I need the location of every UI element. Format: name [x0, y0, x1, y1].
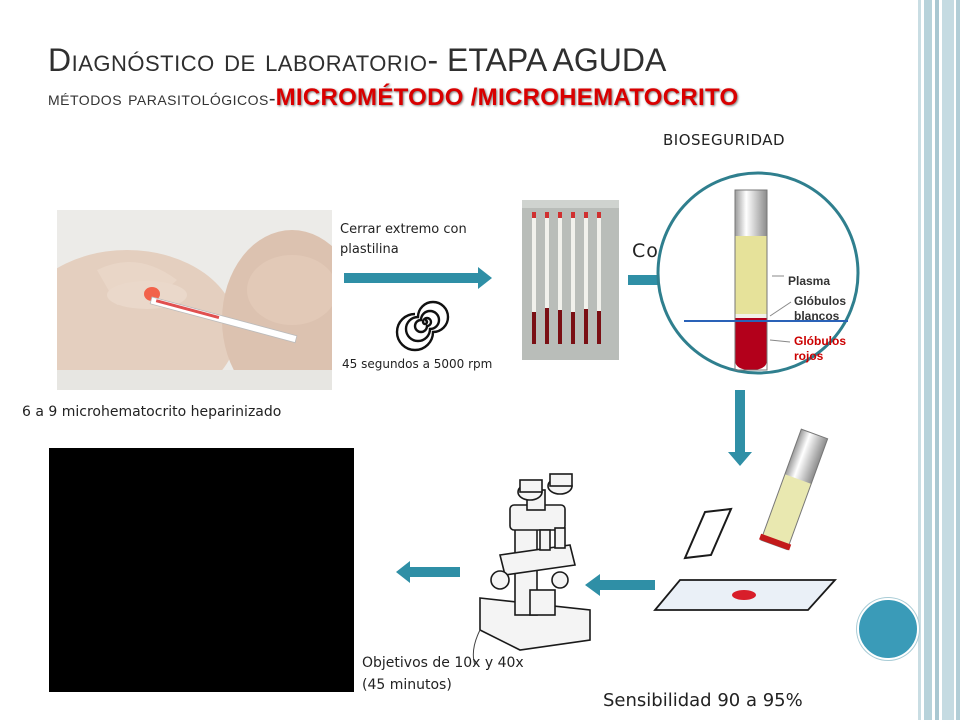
objetivos-label-1: Objetivos de 10x y 40x: [362, 655, 524, 671]
centrifuge-spiral-icon: [395, 300, 450, 352]
subtitle-highlight: MICROMÉTODO /MICROHEMATOCRITO: [275, 84, 739, 111]
centrifuga-label: 45 segundos a 5000 rpm: [342, 357, 493, 371]
bioseguridad-label: BIOSEGURIDAD: [663, 131, 786, 149]
plasma-label: Plasma: [788, 274, 830, 288]
rbc-label-1: Glóbulos: [794, 334, 846, 348]
accent-circle: [857, 598, 919, 660]
decorative-side-bars: [918, 0, 960, 720]
slide-subtitle: métodos parasitológicos-MICROMÉTODO /MIC…: [48, 84, 738, 112]
microhematocrito-label: 6 a 9 microhematocrito heparinizado: [22, 404, 282, 420]
subtitle-dash: -: [268, 88, 276, 110]
capillary-tubes-photo: [522, 200, 619, 360]
cerrar-label: Cerrar extremo con plastilina: [340, 222, 467, 257]
wbc-label-1: Glóbulos: [794, 294, 846, 308]
arrow-left-1: [585, 574, 655, 596]
finger-capillary-photo: [57, 210, 332, 390]
wbc-label-2: blancos: [794, 309, 840, 323]
microscope-field-image: [49, 448, 354, 692]
rbc-label-2: rojos: [794, 349, 824, 363]
arrow-left-2: [396, 561, 460, 583]
slide-title: Diagnóstico de laboratorio- ETAPA AGUDA: [48, 42, 666, 79]
objetivos-label-2: (45 minutos): [362, 677, 452, 693]
sensibilidad-label: Sensibilidad 90 a 95%: [603, 690, 803, 711]
arrow-right-1: [344, 267, 492, 289]
subtitle-small-caps: métodos parasitológicos: [48, 88, 269, 110]
title-small-caps: Diagnóstico de laboratorio: [48, 42, 428, 78]
arrow-down-1: [728, 390, 752, 466]
title-stage: - ETAPA AGUDA: [427, 42, 667, 78]
